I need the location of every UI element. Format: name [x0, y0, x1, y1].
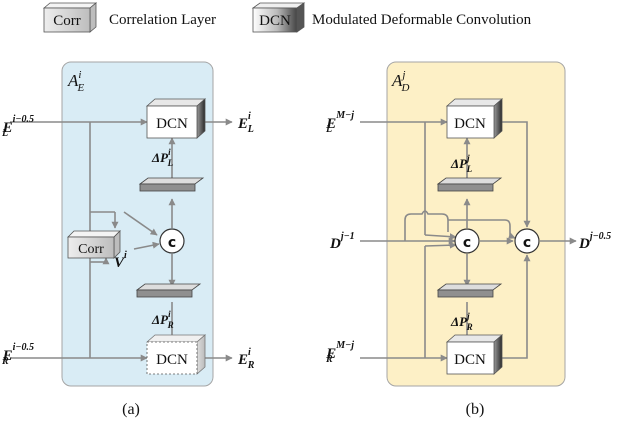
panel-a-dcn-top: DCN [145, 98, 207, 139]
panel-a-v-label: Vi [114, 250, 127, 271]
legend-corr-icon: Corr [42, 2, 98, 33]
panel-b-concat-node-left: c [454, 228, 480, 254]
panel-b-concat-right-label: c [523, 235, 531, 251]
panel-b-background [386, 61, 566, 387]
panel-a-corr-label: Corr [78, 242, 104, 257]
legend-corr-desc: Correlation Layer [109, 12, 216, 28]
legend-dcn-desc: Modulated Deformable Convolution [312, 12, 532, 28]
panel-b-wires [360, 118, 577, 362]
panel-b-concat-node-right: c [514, 228, 540, 254]
panel-b-dcn-top-label: DCN [454, 116, 486, 132]
panel-b-caption: (b) [466, 401, 485, 418]
panel-a-dcn-top-label: DCN [156, 116, 188, 132]
panel-a-caption: (a) [122, 401, 140, 418]
panel-a-dcn-bottom-label: DCN [156, 352, 188, 368]
legend-dcn-box-label: DCN [259, 13, 291, 29]
panel-b-concat-left-label: c [463, 235, 471, 251]
panel-a-concat-node: c [159, 228, 185, 254]
legend-dcn-icon: DCN [251, 2, 306, 33]
legend: Corr Correlation Layer DCN Modulated Def… [42, 2, 532, 33]
panel-a-offset-layer-bottom [135, 283, 202, 298]
panel-a-dcn-bottom: DCN [145, 334, 207, 375]
panel-b-input-mid-label: Dj−1 [329, 231, 355, 252]
panel-b-dcn-top: DCN [445, 98, 504, 139]
panel-b-offset-layer-bottom [436, 283, 503, 298]
panel-b-dcn-bottom: DCN [445, 334, 504, 375]
panel-b-offset-layer-top [436, 177, 503, 192]
panel-a-corr-block: Corr [67, 230, 121, 259]
panel-a-concat-label: c [168, 235, 176, 251]
panel-a-offset-layer-top [138, 177, 205, 192]
panel-b-output-label: Dj−0.5 [578, 231, 611, 252]
legend-corr-box-label: Corr [53, 13, 81, 29]
panel-b-dcn-bottom-label: DCN [454, 352, 486, 368]
